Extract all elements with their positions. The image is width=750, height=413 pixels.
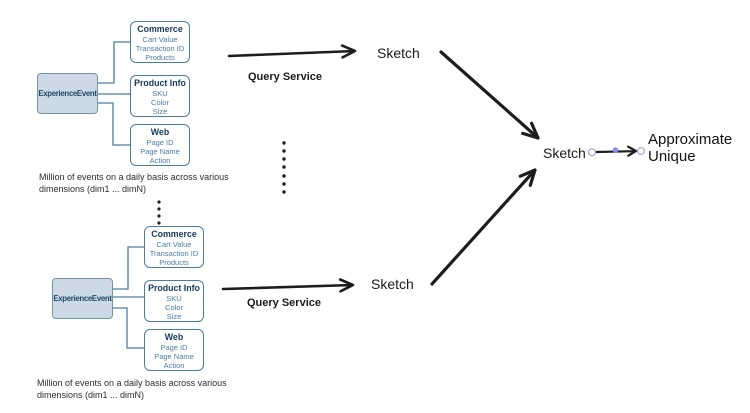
merge-arrow-bottom[interactable]: [430, 168, 537, 286]
box-item: Action: [163, 361, 185, 371]
merge-arrow-top[interactable]: [439, 50, 540, 140]
box-item: Products: [159, 258, 189, 268]
box-item: SKU: [152, 89, 168, 98]
sketch-label-top[interactable]: Sketch: [377, 45, 420, 61]
caption-line: dimensions (dim1 ... dimN): [39, 184, 147, 194]
box-item: Page Name: [154, 352, 194, 362]
box-item: Page ID: [160, 343, 188, 352]
experience-event-box[interactable]: ExperienceEvent: [52, 278, 113, 319]
sketch-label-bottom[interactable]: Sketch: [371, 276, 414, 292]
box-title: Commerce: [137, 24, 183, 34]
approx-line: Unique: [648, 147, 696, 165]
experience-event-label: ExperienceEvent: [53, 294, 112, 303]
box-item: Size: [152, 107, 168, 117]
commerce-box[interactable]: Commerce Cart Value Transaction ID Produ…: [144, 226, 204, 268]
experience-event-label: ExperienceEvent: [38, 89, 97, 98]
box-title: Product Info: [134, 78, 186, 88]
box-item: Size: [166, 312, 182, 322]
connector-line: [98, 41, 130, 84]
box-title: Product Info: [148, 283, 200, 293]
query-service-label-bottom[interactable]: Query Service: [247, 297, 321, 309]
selection-handle-start[interactable]: [587, 148, 597, 157]
box-title: Web: [150, 127, 170, 137]
sketch-label-merged[interactable]: Sketch: [543, 145, 586, 161]
connector-line: [113, 307, 144, 349]
box-item: Color: [165, 303, 183, 313]
box-item: Page ID: [146, 138, 174, 147]
query-arrow-bottom[interactable]: [221, 278, 355, 293]
box-item: Cart Value: [156, 240, 192, 249]
box-item: Action: [149, 156, 171, 166]
approx-line: Approximate: [648, 131, 733, 148]
product-info-box[interactable]: Product Info SKU Color Size: [130, 75, 190, 117]
connector-line: [113, 246, 144, 290]
caption-line: Million of events on a daily basis acros…: [39, 172, 229, 182]
selection-handle-end[interactable]: [636, 146, 646, 156]
box-item: Transaction ID: [149, 249, 199, 259]
box-item: Transaction ID: [135, 44, 185, 54]
connector-line: [98, 102, 130, 146]
caption-line: Million of events on a daily basis acros…: [37, 378, 227, 388]
selection-handle-mid[interactable]: [612, 147, 619, 153]
box-item: Page Name: [140, 147, 180, 157]
box-item: Products: [145, 53, 175, 63]
box-title: Commerce: [151, 229, 197, 239]
product-info-box[interactable]: Product Info SKU Color Size: [144, 280, 204, 322]
ellipsis-vertical-icon: [282, 141, 286, 194]
events-caption[interactable]: Million of events on a daily basis acros…: [37, 377, 277, 401]
commerce-box[interactable]: Commerce Cart Value Transaction ID Produ…: [130, 21, 190, 63]
box-item: SKU: [166, 294, 182, 303]
web-box[interactable]: Web Page ID Page Name Action: [130, 124, 190, 166]
result-arrow-selected[interactable]: [587, 145, 646, 157]
box-item: Color: [151, 98, 169, 108]
query-service-label-top[interactable]: Query Service: [248, 71, 322, 83]
ellipsis-vertical-icon: [157, 200, 161, 225]
caption-line: dimensions (dim1 ... dimN): [37, 390, 145, 400]
approximate-unique-label[interactable]: Approximate Unique: [648, 131, 733, 165]
web-box[interactable]: Web Page ID Page Name Action: [144, 329, 204, 371]
box-title: Web: [164, 332, 184, 342]
box-item: Cart Value: [142, 35, 178, 44]
query-arrow-top[interactable]: [227, 44, 357, 59]
events-caption[interactable]: Million of events on a daily basis acros…: [39, 171, 279, 195]
experience-event-box[interactable]: ExperienceEvent: [37, 73, 98, 114]
